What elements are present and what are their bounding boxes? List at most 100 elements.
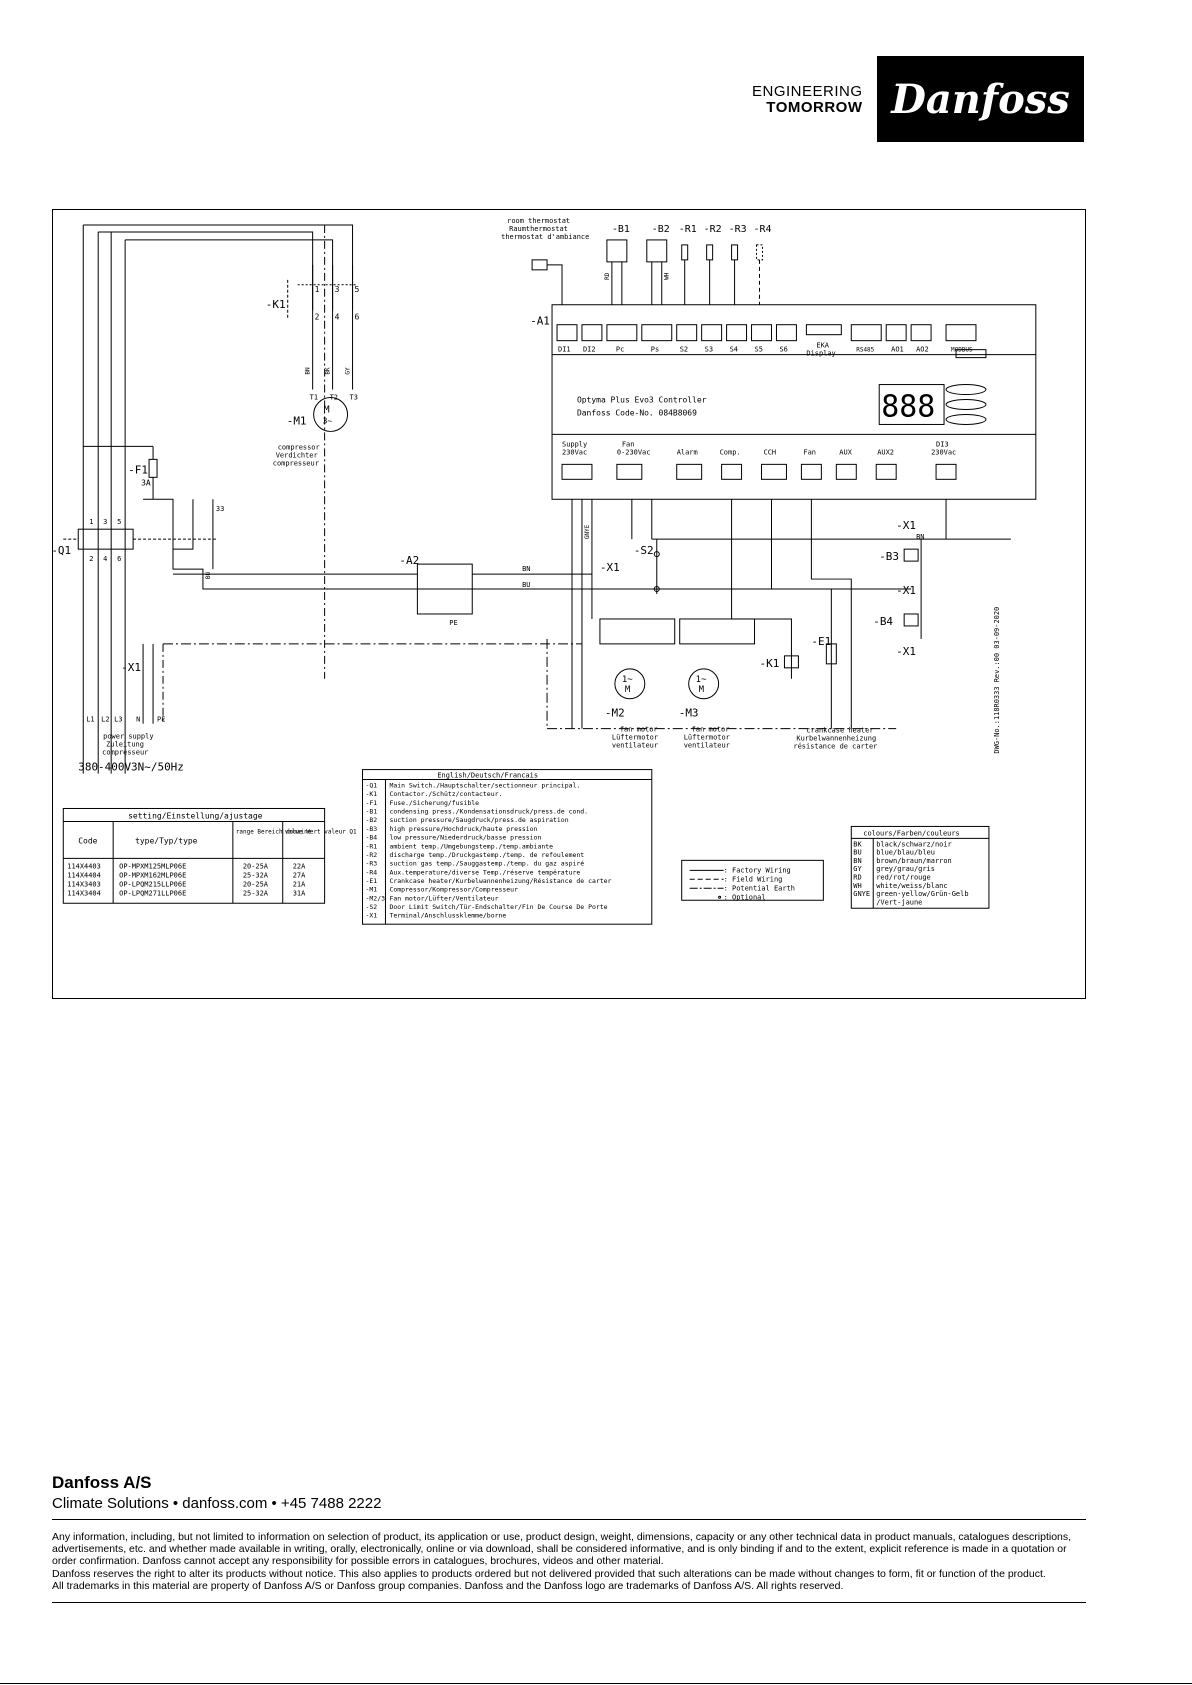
power-supply-label-de: Zuleitung: [106, 741, 144, 749]
svg-text:BN: BN: [522, 565, 530, 573]
f1-label: -F1: [128, 463, 148, 476]
label-modbus: MODBUS: [951, 347, 973, 354]
label-fan2: Fan: [803, 448, 816, 456]
colour-name: /Vert-jaune: [876, 898, 922, 906]
setting-table-title: setting/Einstellung/ajustage: [128, 811, 263, 820]
a2-filter-module: -A2 BN BU PE: [173, 554, 612, 627]
legend-field-wiring: : Field Wiring: [724, 875, 783, 883]
x1-b3-label: -X1: [896, 519, 916, 532]
legend-code: -K1: [366, 790, 378, 798]
label-alarm: Alarm: [677, 448, 698, 456]
setting-rows: 114X4403 OP-MPXM125MLP06E 20-25A 22A 114…: [67, 862, 306, 897]
legend-description: Terminal/Anschlussklemme/borne: [389, 912, 506, 920]
colour-code: WH: [853, 882, 861, 890]
legend-description: Contactor./Schütz/contacteur.: [389, 790, 502, 798]
legend-description: Compressor/Kompressor/Compresseur: [389, 886, 518, 894]
fan-motor-m2: 1~ M -M2 fan motor Lüftermotor ventilate…: [599, 618, 676, 750]
svg-text:M: M: [324, 404, 330, 415]
label-cch: CCH: [764, 448, 777, 456]
disclaimer-paragraph-1: Any information, including, but not limi…: [52, 1531, 1072, 1568]
legend-code: -F1: [366, 799, 378, 807]
setting-type: OP-LPQM215LLP06E: [119, 880, 186, 888]
power-supply-label-en: power supply: [103, 733, 153, 741]
x1-b5-label: -X1: [896, 645, 916, 658]
setting-type: OP-LPQM271LLP06E: [119, 889, 186, 897]
k1-coil-label: -K1: [760, 657, 780, 670]
legend-code: -Q1: [366, 782, 378, 790]
x1-b4-label: -X1: [896, 584, 916, 597]
wire-bk: BK: [325, 367, 332, 375]
m3-fan-label-fr: ventilateur: [684, 742, 730, 750]
label-ao2: AO2: [916, 346, 929, 354]
crankcase-label-de: Kurbelwannenheizung: [796, 735, 876, 743]
label-pc: Pc: [616, 346, 624, 354]
room-thermostat: room thermostat Raumthermostat thermosta…: [501, 217, 589, 305]
colour-name: red/rot/rouge: [876, 874, 931, 882]
legend-code: -B3: [366, 825, 378, 833]
colour-code: BU: [853, 849, 861, 857]
s2-door-switch: -S2 -X1: [600, 539, 660, 595]
legend-description: suction pressure/Saugdruck/press.de aspi…: [389, 816, 568, 824]
svg-text:1: 1: [89, 518, 93, 526]
wiring-legend: : Factory Wiring : Field Wiring : Potent…: [681, 859, 824, 901]
m3-label: -M3: [679, 707, 699, 720]
label-s5: S5: [755, 346, 763, 354]
label-s2: S2: [680, 346, 688, 354]
wire-rd: RD: [604, 272, 611, 280]
m1-label: -M1: [287, 414, 307, 427]
wire-color-markers: BN BK GY BU GNYE RD WH: [205, 272, 671, 579]
potential-earth-lines: [163, 638, 897, 730]
footer-divider-bottom: [52, 1602, 1086, 1603]
colour-name: brown/braun/marron: [876, 857, 952, 865]
wiring-diagram: 1 3 5 2 4 6 -K1 M 3~ -M1 compressor Verd…: [52, 209, 1086, 999]
wire-bu: BU: [205, 571, 212, 579]
legend-factory-wiring: : Factory Wiring: [724, 866, 791, 874]
svg-text:3: 3: [103, 518, 107, 526]
colour-name: black/schwarz/noir: [876, 840, 952, 848]
svg-text:2: 2: [315, 313, 320, 322]
thermostat-label-fr: thermostat d'ambiance: [501, 233, 589, 241]
legend-description: ambient temp./Umgebungstemp./temp.ambian…: [389, 842, 553, 850]
setting-header-value: value Wert valeur Q1: [285, 828, 357, 835]
pressure-switches: -B3 -B4 -X1 -X1 -X1: [873, 519, 919, 658]
colours-title: colours/Farben/couleurs: [863, 829, 960, 837]
svg-text:M: M: [699, 685, 705, 695]
colours-table: colours/Farben/couleurs BK black/schwarz/…: [850, 825, 990, 909]
label-fan: Fan: [622, 440, 635, 448]
a2-label: -A2: [399, 554, 419, 567]
wire-gy: GY: [345, 367, 352, 375]
legend-code: -B4: [366, 834, 378, 842]
legend-code: -M1: [366, 886, 378, 894]
setting-code: 114X4403: [67, 862, 101, 870]
colour-name: white/weiss/blanc: [876, 882, 947, 890]
legend-code: -R3: [366, 860, 378, 868]
setting-code: 114X4404: [67, 871, 101, 879]
colour-code: GNYE: [853, 890, 870, 898]
label-aux: AUX: [839, 448, 852, 456]
k1-coil: -K1: [760, 655, 799, 670]
legend-code: -R2: [366, 851, 378, 859]
footer-contact: Climate Solutions • danfoss.com • +45 74…: [52, 1495, 382, 1512]
svg-text:6: 6: [117, 555, 121, 563]
svg-text:T3: T3: [350, 394, 358, 402]
setting-table: setting/Einstellung/ajustage Code type/T…: [62, 807, 357, 904]
svg-text:4: 4: [335, 313, 340, 322]
setting-value: 27A: [293, 871, 306, 879]
footer-divider-top: [52, 1519, 1086, 1520]
power-spec: 380-400V3N~/50Hz: [78, 761, 184, 774]
svg-text:3~: 3~: [323, 416, 333, 425]
colour-code: BN: [853, 857, 861, 865]
colour-code: RD: [853, 874, 861, 882]
controller-top-terminals: [556, 324, 977, 342]
svg-text:4: 4: [103, 555, 107, 563]
k1-contactor: 1 3 5 2 4 6 -K1: [266, 224, 360, 679]
crankcase-label-en: crankcase heater: [806, 727, 873, 735]
svg-text:3: 3: [335, 285, 340, 294]
label-supply: Supply: [562, 440, 587, 448]
setting-type: OP-MPXM162MLP06E: [119, 871, 186, 879]
colour-code: BK: [853, 840, 862, 848]
label-ps: Ps: [651, 346, 659, 354]
colour-code: GY: [853, 865, 862, 873]
footer-company: Danfoss A/S: [52, 1473, 152, 1492]
